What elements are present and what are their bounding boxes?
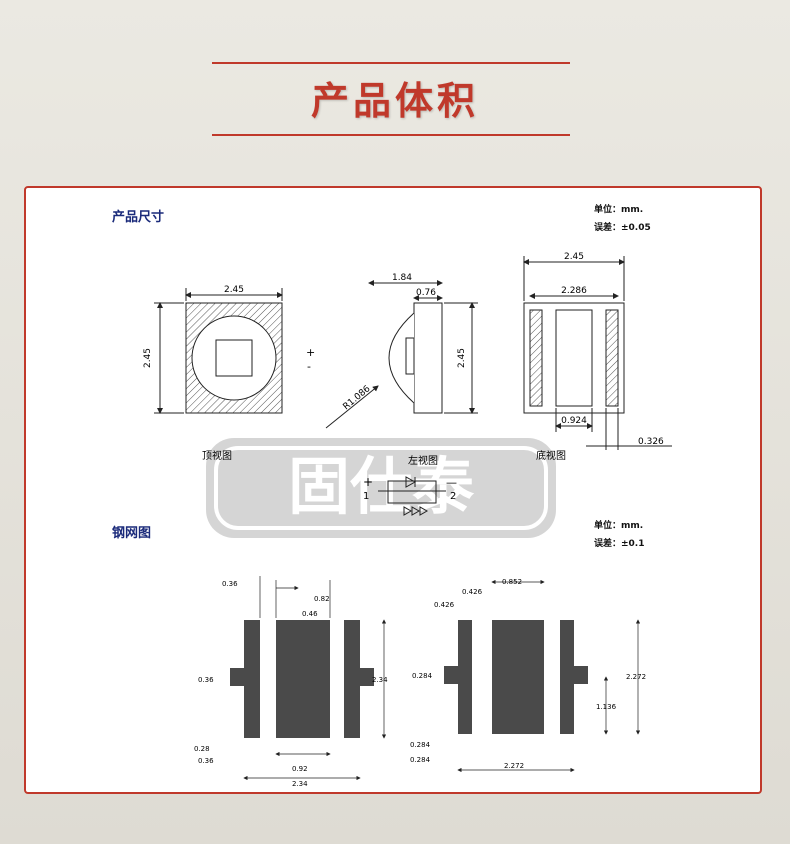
watermark-logo: 固仕泰	[206, 438, 556, 538]
top-width: 2.45	[224, 285, 244, 295]
polarity-pin2: 2	[450, 491, 456, 502]
polarity-plus: +	[363, 475, 373, 489]
title-line-top	[212, 62, 570, 64]
stencil-left-d5: 2.34	[372, 676, 388, 684]
stencil-tolerance: 误差：±0.1	[594, 539, 645, 549]
stencil-right-d1: 0.426	[462, 588, 483, 596]
stencil-left-d2: 0.82	[314, 595, 330, 603]
top-height: 2.45	[143, 348, 153, 368]
stencil-left-d8: 0.92	[292, 765, 308, 773]
stencil-left-d3: 0.46	[302, 610, 318, 618]
side-lens: 0.76	[416, 288, 436, 298]
watermark-text: 固仕泰	[288, 450, 475, 523]
side-view: 1.84 0.76 2.45 R1.086 左视图	[325, 273, 478, 467]
top-minus: -	[307, 360, 311, 373]
page-title: 产品体积	[310, 79, 479, 123]
drawing-canvas: 固仕泰 2.45 2.45 + - 顶视图 1.84 0	[143, 252, 672, 788]
bottom-width: 2.45	[564, 252, 584, 262]
stencil-left-d7: 0.36	[198, 757, 214, 765]
title-line-bottom	[212, 134, 570, 136]
stencil-right-d8: 0.284	[410, 756, 431, 764]
stencil-right-d5: 2.272	[626, 673, 646, 681]
stencil-left-d6: 0.28	[194, 745, 210, 753]
product-size-unit: 单位：mm.	[594, 205, 644, 215]
stencil-left-d9: 2.34	[292, 780, 308, 788]
stencil-left-d4: 0.36	[198, 676, 214, 684]
stencil-right-d3: 0.426	[434, 601, 455, 609]
side-view-caption: 左视图	[408, 454, 438, 467]
bottom-view-caption: 底视图	[536, 449, 566, 462]
polarity-pin1: 1	[363, 491, 369, 502]
top-plus: +	[306, 346, 315, 359]
top-view-caption: 顶视图	[202, 449, 232, 462]
spec-card: 产品尺寸 单位：mm. 误差：±0.05 固仕泰 2.45	[24, 186, 762, 794]
stencil-right-d6: 1.136	[596, 703, 617, 711]
side-overall: 1.84	[392, 273, 412, 283]
stencil-right-d7: 0.284	[410, 741, 431, 749]
bottom-inner: 2.286	[561, 286, 587, 296]
bottom-view: 2.45 2.286 0.924 0.326 底视图	[523, 252, 672, 462]
stencil-right: 0.852 0.426 0.426 0.284 2.272 1.136 0.28…	[410, 578, 646, 773]
product-size-tolerance: 误差：±0.05	[594, 223, 651, 233]
polarity-diagram: + 1 — 2	[363, 475, 457, 516]
bottom-pad: 0.924	[561, 416, 587, 426]
side-height: 2.45	[457, 348, 467, 368]
side-radius: R1.086	[342, 384, 373, 412]
stencil-right-d4: 0.284	[412, 672, 433, 680]
stencil-right-d9: 2.272	[504, 762, 524, 770]
top-view: 2.45 2.45 + - 顶视图	[143, 285, 315, 462]
stencil-unit: 单位：mm.	[594, 521, 644, 531]
bottom-edge: 0.326	[638, 437, 664, 447]
stencil-heading: 钢网图	[112, 526, 152, 541]
stencil-left-d1: 0.36	[222, 580, 238, 588]
stencil-right-d2: 0.852	[502, 578, 522, 586]
polarity-minus: —	[446, 476, 457, 489]
product-size-heading: 产品尺寸	[112, 210, 165, 225]
stencil-left: 0.36 0.82 0.46 0.36 2.34 0.28 0.36 0.92 …	[194, 576, 388, 788]
